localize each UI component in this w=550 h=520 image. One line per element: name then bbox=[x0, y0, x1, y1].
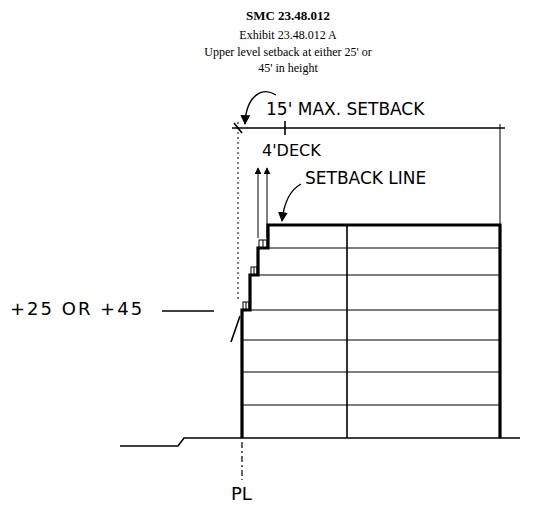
dimension-tick bbox=[284, 121, 286, 135]
dimension-tick bbox=[234, 123, 242, 133]
dimension-label: 15' MAX. SETBACK bbox=[266, 99, 424, 119]
floor-line bbox=[250, 274, 500, 275]
deck-railing bbox=[251, 267, 257, 275]
setback-label: SETBACK LINE bbox=[305, 168, 426, 188]
ground-line bbox=[120, 438, 520, 446]
floor-line bbox=[242, 404, 500, 405]
figure-caption: Upper level setback at either 25' or 45'… bbox=[204, 44, 372, 76]
height-label: +25 OR +45 bbox=[10, 298, 144, 320]
floor-line bbox=[242, 339, 500, 340]
extension-line bbox=[500, 124, 501, 225]
floor-line bbox=[258, 247, 500, 248]
deck-railing bbox=[254, 267, 255, 275]
floor-line bbox=[242, 371, 500, 372]
deck-railing bbox=[259, 240, 267, 248]
deck-railing bbox=[243, 302, 249, 310]
wall-line bbox=[346, 225, 348, 438]
leader-line bbox=[282, 184, 301, 221]
property-line bbox=[241, 442, 242, 480]
deck-label: 4'DECK bbox=[262, 141, 321, 160]
deck-railing bbox=[263, 240, 264, 248]
floor-lines bbox=[242, 225, 500, 438]
figure-title: SMC 23.48.012 bbox=[188, 8, 388, 24]
deck-dimension-line bbox=[258, 168, 259, 238]
deck-railings bbox=[243, 240, 267, 310]
deck-dimension-line bbox=[267, 168, 268, 238]
deck-railing bbox=[246, 302, 247, 310]
floor-line bbox=[242, 309, 500, 310]
height-tick bbox=[231, 316, 240, 342]
exhibit-number: Exhibit 23.48.012 A bbox=[188, 27, 388, 43]
leader-dash bbox=[162, 310, 214, 312]
building-outline bbox=[242, 225, 500, 438]
extension-line bbox=[238, 122, 239, 300]
property-line-label: PL bbox=[231, 483, 252, 505]
dimension-line bbox=[232, 127, 505, 128]
